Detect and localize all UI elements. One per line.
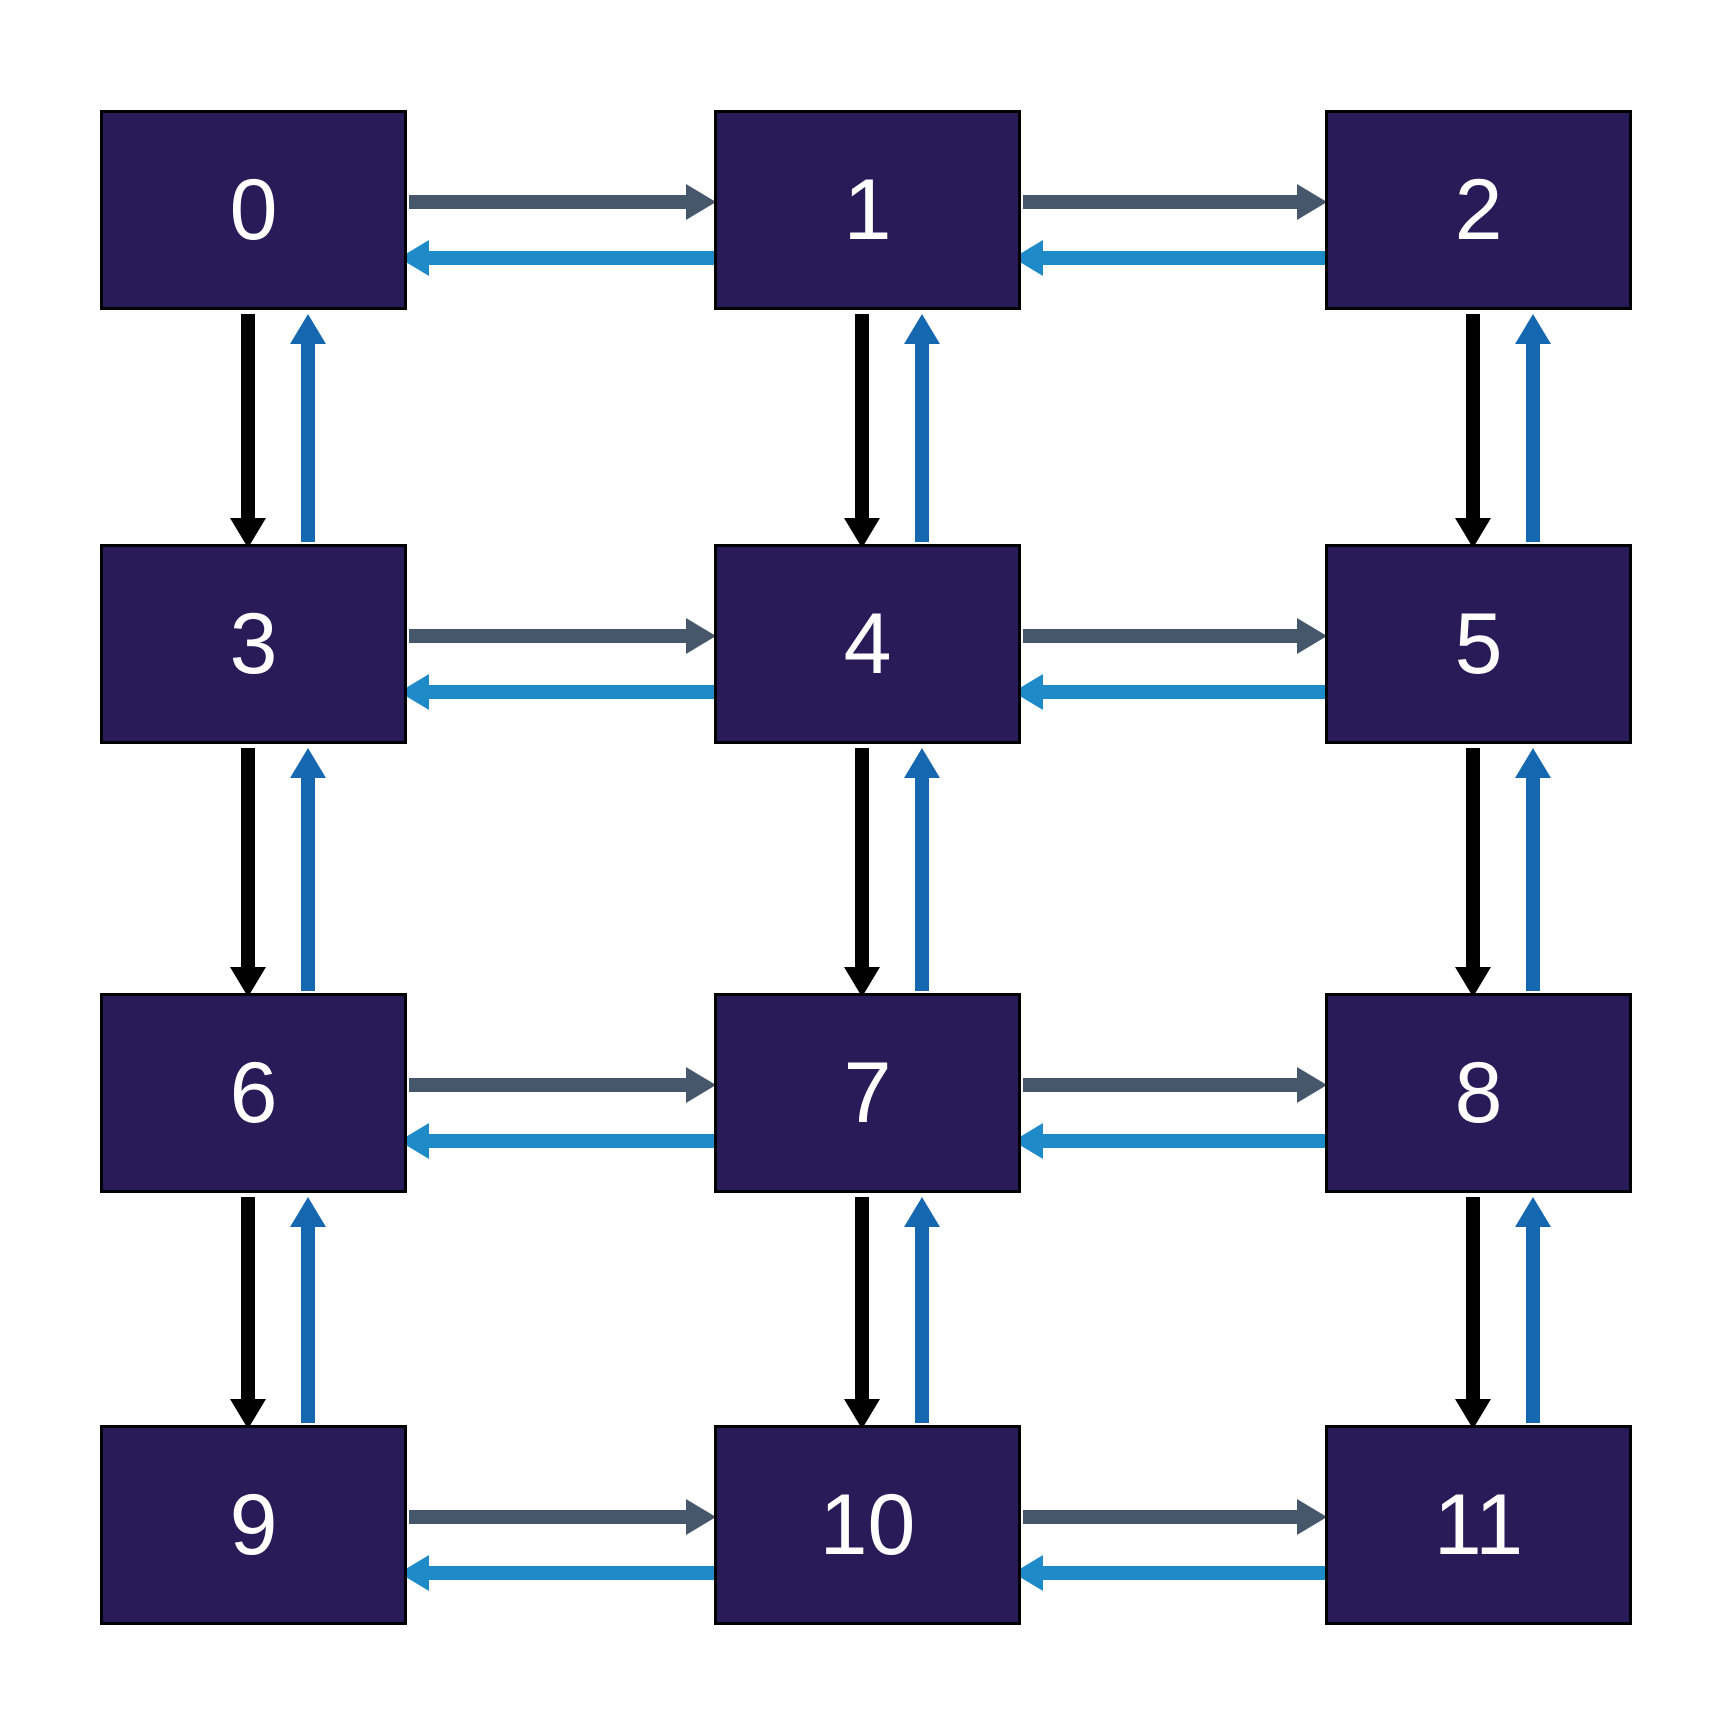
arrow-head <box>290 314 326 344</box>
edge-0-to-1 <box>409 184 716 220</box>
edge-7-to-6 <box>399 1123 716 1159</box>
node-label: 6 <box>229 1045 278 1141</box>
node-label: 1 <box>843 162 892 258</box>
edge-1-to-2 <box>1023 184 1327 220</box>
node-label: 11 <box>1433 1477 1524 1573</box>
node-4: 4 <box>714 544 1021 744</box>
edge-11-to-10 <box>1013 1555 1327 1591</box>
node-label: 3 <box>229 596 278 692</box>
edge-6-to-7 <box>409 1067 716 1103</box>
edge-4-to-1 <box>904 314 940 542</box>
edge-9-to-10 <box>409 1499 716 1535</box>
edge-7-to-4 <box>904 748 940 991</box>
edge-8-to-5 <box>1515 748 1551 991</box>
arrow-head <box>1515 748 1551 778</box>
edge-1-to-0 <box>399 240 716 276</box>
edge-10-to-11 <box>1023 1499 1327 1535</box>
edge-3-to-0 <box>290 314 326 542</box>
edge-3-to-6 <box>230 748 266 997</box>
arrow-head <box>686 184 716 220</box>
node-label: 7 <box>843 1045 892 1141</box>
node-5: 5 <box>1325 544 1632 744</box>
edge-7-to-10 <box>844 1197 880 1429</box>
node-label: 10 <box>819 1477 916 1573</box>
node-11: 11 <box>1325 1425 1632 1625</box>
node-label: 4 <box>843 596 892 692</box>
edge-8-to-11 <box>1455 1197 1491 1429</box>
arrow-head <box>1515 314 1551 344</box>
edge-5-to-2 <box>1515 314 1551 542</box>
arrow-head <box>904 314 940 344</box>
edge-9-to-6 <box>290 1197 326 1423</box>
edge-7-to-8 <box>1023 1067 1327 1103</box>
edge-5-to-8 <box>1455 748 1491 997</box>
arrow-head <box>686 1067 716 1103</box>
node-3: 3 <box>100 544 407 744</box>
node-6: 6 <box>100 993 407 1193</box>
node-label: 8 <box>1454 1045 1503 1141</box>
arrow-head <box>904 748 940 778</box>
edge-5-to-4 <box>1013 674 1327 710</box>
arrow-head <box>686 618 716 654</box>
arrow-head <box>1297 1499 1327 1535</box>
edge-10-to-7 <box>904 1197 940 1423</box>
node-9: 9 <box>100 1425 407 1625</box>
arrow-head <box>290 748 326 778</box>
node-8: 8 <box>1325 993 1632 1193</box>
edge-4-to-7 <box>844 748 880 997</box>
edge-4-to-3 <box>399 674 716 710</box>
arrow-head <box>686 1499 716 1535</box>
node-label: 9 <box>229 1477 278 1573</box>
edge-11-to-8 <box>1515 1197 1551 1423</box>
node-label: 2 <box>1454 162 1503 258</box>
arrow-head <box>290 1197 326 1227</box>
node-2: 2 <box>1325 110 1632 310</box>
node-0: 0 <box>100 110 407 310</box>
edge-4-to-5 <box>1023 618 1327 654</box>
edge-6-to-3 <box>290 748 326 991</box>
arrow-head <box>904 1197 940 1227</box>
arrow-head <box>1297 618 1327 654</box>
edge-2-to-5 <box>1455 314 1491 548</box>
node-label: 0 <box>229 162 278 258</box>
edge-10-to-9 <box>399 1555 716 1591</box>
arrow-head <box>1297 1067 1327 1103</box>
arrow-head <box>1515 1197 1551 1227</box>
edge-2-to-1 <box>1013 240 1327 276</box>
node-1: 1 <box>714 110 1021 310</box>
node-label: 5 <box>1454 596 1503 692</box>
arrow-head <box>1297 184 1327 220</box>
node-10: 10 <box>714 1425 1021 1625</box>
edge-8-to-7 <box>1013 1123 1327 1159</box>
edge-0-to-3 <box>230 314 266 548</box>
edge-1-to-4 <box>844 314 880 548</box>
node-7: 7 <box>714 993 1021 1193</box>
edge-6-to-9 <box>230 1197 266 1429</box>
edge-3-to-4 <box>409 618 716 654</box>
